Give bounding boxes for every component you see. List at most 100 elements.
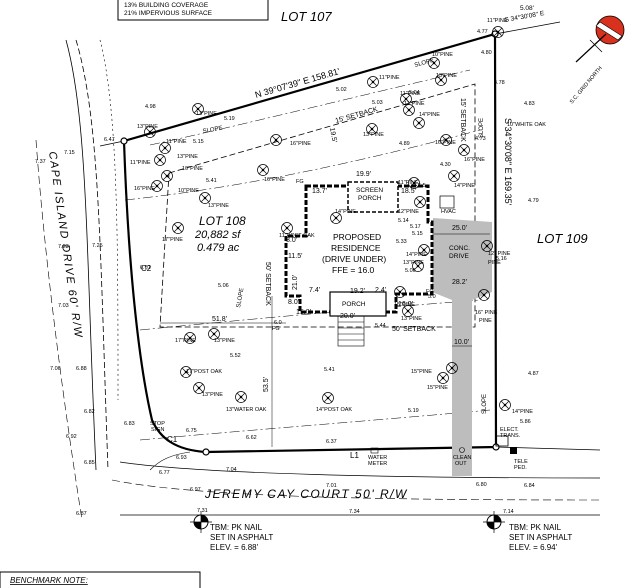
- tree-icon: [412, 260, 424, 272]
- tree-icon: [192, 103, 204, 115]
- tree-labels: 13"PINE 11"PINE 13"PINE 10"PINE 11"PINE …: [130, 18, 546, 415]
- tree-label: 14"PINE: [419, 112, 440, 118]
- tree-icon: [448, 170, 460, 182]
- dim-53-5: 53.5': [263, 377, 270, 392]
- drive-stem-width: 10.0': [454, 339, 469, 346]
- spot: 7.15: [64, 150, 75, 156]
- spot: 5.19: [408, 408, 419, 414]
- tree-center-dot: [155, 184, 159, 188]
- tree-icon: [270, 134, 282, 146]
- coverage-line-1: 13% BUILDING COVERAGE: [124, 2, 209, 9]
- tele-ped-1: TELE: [514, 459, 528, 465]
- tree-center-dot: [404, 97, 408, 101]
- porch-steps: [337, 315, 365, 347]
- cleanout-1: CLEAN: [453, 455, 471, 461]
- tree-center-dot: [496, 30, 500, 34]
- dim-8-0b: 8.0': [288, 299, 299, 306]
- tbm-right-line-1: TBM: PK NAIL: [509, 523, 562, 532]
- residence-line-2: RESIDENCE: [331, 243, 381, 253]
- spot: 6.92: [66, 434, 77, 440]
- tree-label: 15"PINE: [394, 302, 415, 308]
- tree-center-dot: [239, 395, 243, 399]
- residence-line-4: FFE = 16.0: [332, 265, 375, 275]
- residence-line-3: (DRIVE UNDER): [322, 254, 386, 264]
- north-arrow-label: S.C. GRID NORTH: [569, 65, 604, 105]
- tree-label: 16"PINE: [464, 157, 485, 163]
- spot: 4.77: [477, 29, 488, 35]
- bearing-east-dim: 5.08': [520, 5, 534, 12]
- tree-center-dot: [444, 138, 448, 142]
- tree-label: 11"PINE: [404, 101, 425, 107]
- spot: 4.80: [481, 50, 492, 56]
- tree-icon: [394, 286, 406, 298]
- spot: 5.5: [418, 183, 426, 189]
- fg-label-3: FG: [426, 289, 434, 295]
- spot: 6.84: [524, 483, 535, 489]
- tree-label: 13"PINE: [363, 132, 384, 138]
- tree-label: 13"PINE: [214, 338, 235, 344]
- slope-label: SLOPE: [414, 58, 435, 69]
- spot: 6.75: [186, 428, 197, 434]
- spot: 7.23: [58, 244, 69, 250]
- spot: 6.62: [246, 435, 257, 441]
- tbm-right-line-3: ELEV. = 6.94': [509, 543, 558, 552]
- tree-label: 10"PINE: [432, 52, 453, 58]
- setback-rear: 15' SETBACK: [335, 106, 379, 125]
- tree-icon: [366, 123, 378, 135]
- dim-19-5: 19.5': [328, 127, 337, 143]
- tbm-right-line-2: SET IN ASPHALT: [509, 533, 572, 542]
- tree-center-dot: [422, 248, 426, 252]
- spot: 5.17: [410, 224, 421, 230]
- spot: 5.44: [375, 323, 386, 329]
- spot: 5.04: [409, 90, 420, 96]
- spot: 6.47: [104, 137, 115, 143]
- slope-label: SLOPE: [236, 288, 245, 309]
- tree-label: 16"PINE: [290, 141, 311, 147]
- property-corners: [120, 30, 500, 456]
- tree-center-dot: [203, 196, 207, 200]
- tree-label: 12" PINE: [488, 251, 511, 257]
- tree-icon: [440, 134, 452, 146]
- spot: 6.93: [176, 455, 187, 461]
- tree-icon: [151, 180, 163, 192]
- dim-19-2: 19.2': [350, 288, 365, 295]
- tree-label: PINE: [479, 318, 492, 324]
- tree-label: 14"PINE: [406, 252, 427, 258]
- tree-center-dot: [441, 376, 445, 380]
- cleanout-2: OUT: [455, 461, 467, 467]
- tree-label: 17"POST OAK: [186, 369, 222, 375]
- dim-51-8: 51.8': [212, 316, 227, 323]
- tree-icon: [435, 74, 447, 86]
- tree-label: 11"PINE: [487, 18, 508, 24]
- tree-icon: [481, 240, 493, 252]
- elect-trans-2: TRANS.: [500, 433, 521, 439]
- water-meter-2: METER: [368, 461, 387, 467]
- tree-icon: [144, 126, 156, 138]
- proposed-residence: SCREEN PORCH PORCH PROPOSED RESIDENCE (D…: [284, 181, 434, 347]
- screen-porch-2: PORCH: [358, 195, 382, 202]
- spot: 6.85: [84, 460, 95, 466]
- tree-center-dot: [485, 244, 489, 248]
- spot: 7.04: [226, 467, 237, 473]
- spot: 5.86: [520, 419, 531, 425]
- tree-icon: [199, 192, 211, 204]
- spot: 4.73: [475, 136, 486, 142]
- tree-center-dot: [188, 336, 192, 340]
- stop-sign-2: SIGN: [151, 427, 164, 433]
- tree-center-dot: [416, 264, 420, 268]
- tree-label: 17"PINE: [162, 237, 183, 243]
- tree-icon: [330, 212, 342, 224]
- tree-icon: [478, 289, 490, 301]
- benchmark-note-label: BENCHMARK NOTE:: [10, 576, 88, 585]
- tree-label: 12"PINE: [398, 209, 419, 215]
- tree-icon: [367, 76, 379, 88]
- screen-porch-1: SCREEN: [356, 187, 383, 194]
- spot: 6.0: [274, 320, 282, 326]
- tree-icon: [172, 222, 184, 234]
- tree-center-dot: [165, 174, 169, 178]
- bearing-east-line: S 34°30'08" E 169.35': [503, 118, 513, 206]
- tree-icon: [184, 332, 196, 344]
- tree-center-dot: [176, 226, 180, 230]
- tree-icon: [413, 117, 425, 129]
- dim-18-5: 18.5': [401, 188, 416, 195]
